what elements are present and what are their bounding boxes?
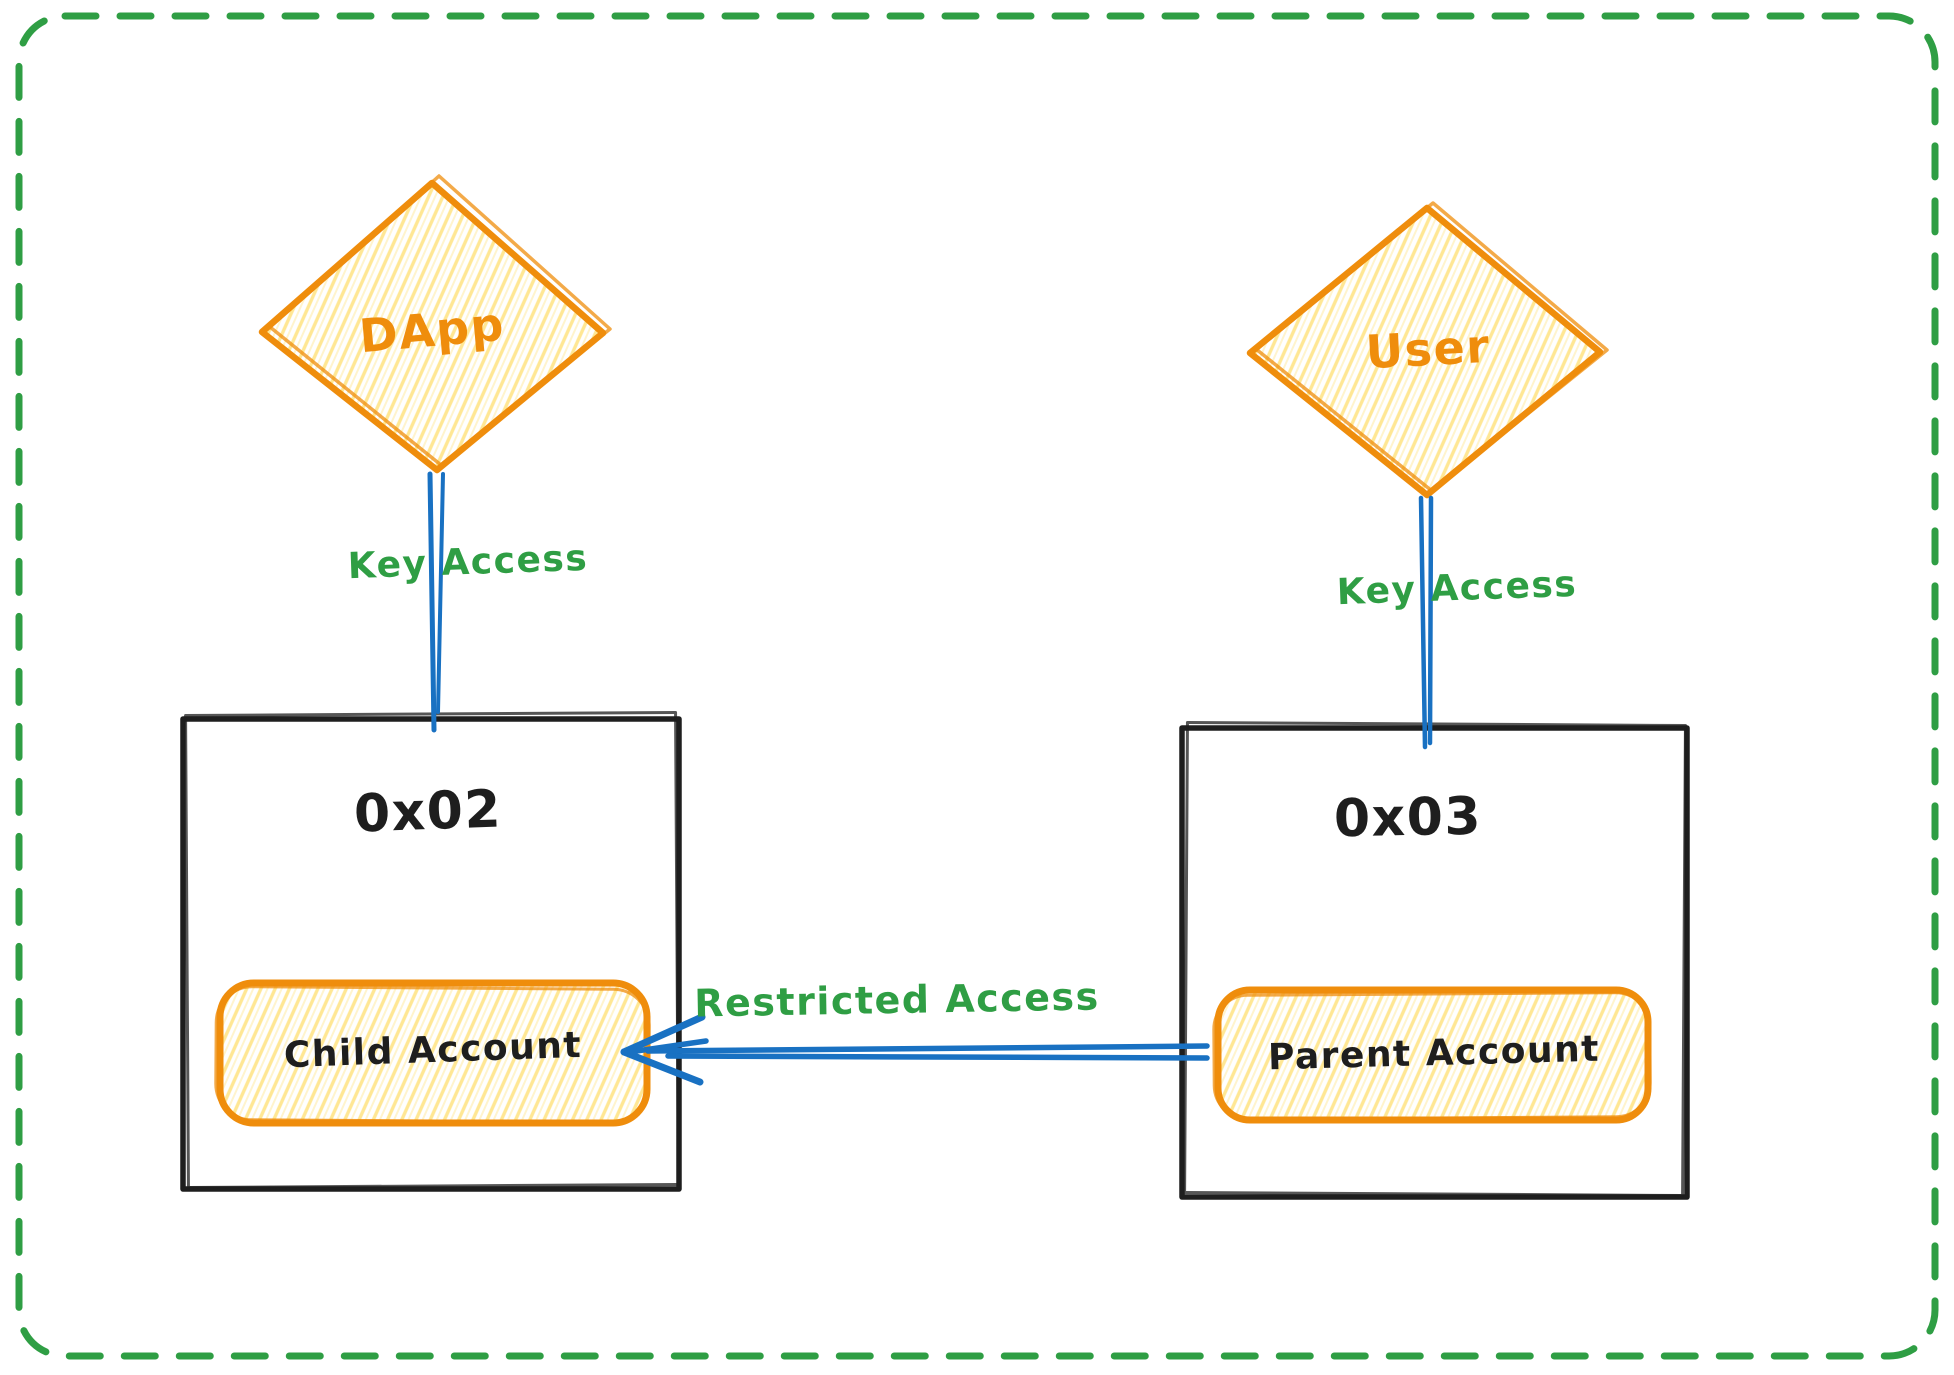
user-diamond: [1246, 201, 1609, 499]
dapp-label: DApp: [357, 296, 507, 364]
parent-account-label: Parent Account: [1267, 1028, 1601, 1079]
child-wallet-address: 0x02: [352, 779, 504, 845]
restricted-access-label: Restricted Access: [693, 974, 1101, 1026]
parent-wallet-box: [1179, 720, 1690, 1200]
parent-wallet-address: 0x03: [1333, 786, 1483, 850]
arrowhead: [620, 1013, 709, 1086]
restricted-access-arrow: [620, 1013, 1210, 1086]
child-account-label: Child Account: [283, 1024, 583, 1077]
user-label: User: [1364, 318, 1492, 380]
dapp-key-connector: [427, 471, 445, 733]
child-wallet-box: [180, 711, 682, 1192]
parent-account-pill: [1212, 986, 1652, 1124]
user-key-connector: [1418, 495, 1434, 750]
key-access-label-left: Key Access: [347, 537, 589, 588]
key-access-label-right: Key Access: [1336, 563, 1578, 614]
dapp-diamond: [258, 174, 612, 474]
dashed-frame: [15, 12, 1939, 1360]
